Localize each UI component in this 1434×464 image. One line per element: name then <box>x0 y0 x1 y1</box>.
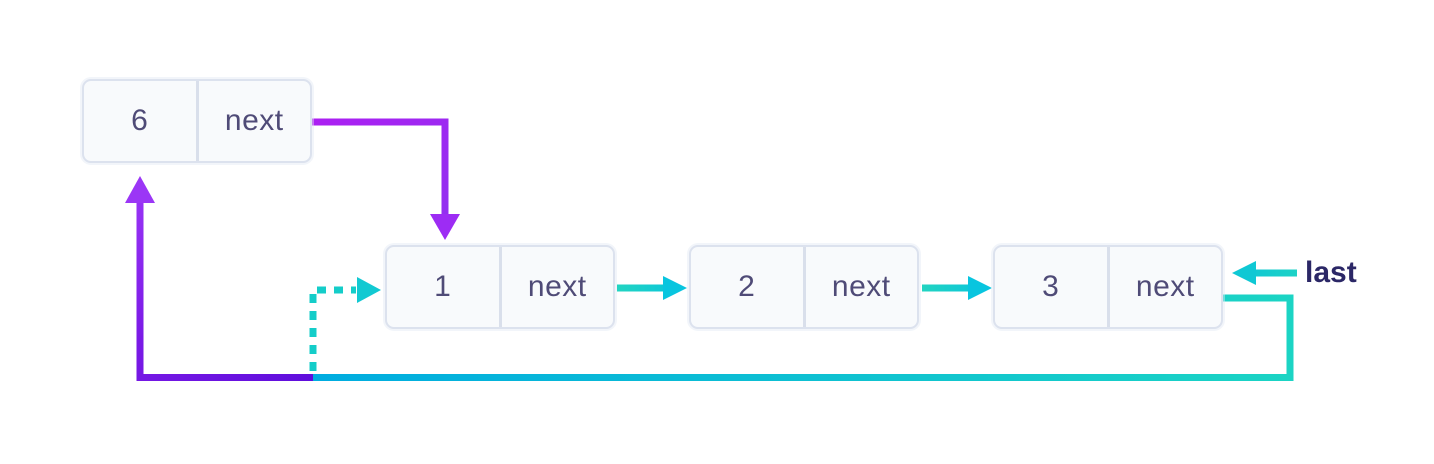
arrow-loop-up-to-6-icon <box>125 176 314 381</box>
node-6-next-pointer: next <box>224 104 284 137</box>
arrow-1-next-to-2-icon <box>617 276 687 300</box>
node-6-value: 6 <box>84 81 199 161</box>
node-1: 1 next <box>385 245 615 329</box>
node-2-next-pointer: next <box>831 270 891 303</box>
arrow-6-next-to-1-icon <box>312 118 460 240</box>
arrow-last-pointer-icon <box>1232 261 1297 285</box>
node-1-next-pointer: next <box>527 270 587 303</box>
node-3: 3 next <box>993 245 1223 329</box>
arrow-dashed-loop-to-1-icon <box>309 277 381 371</box>
node-2: 2 next <box>689 245 919 329</box>
node-2-value: 2 <box>691 247 806 327</box>
node-3-value: 3 <box>995 247 1110 327</box>
node-6: 6 next <box>82 79 312 163</box>
node-3-next-pointer: next <box>1135 270 1195 303</box>
last-pointer-label: last <box>1305 256 1357 289</box>
node-1-value: 1 <box>387 247 502 327</box>
arrow-2-next-to-3-icon <box>922 276 992 300</box>
